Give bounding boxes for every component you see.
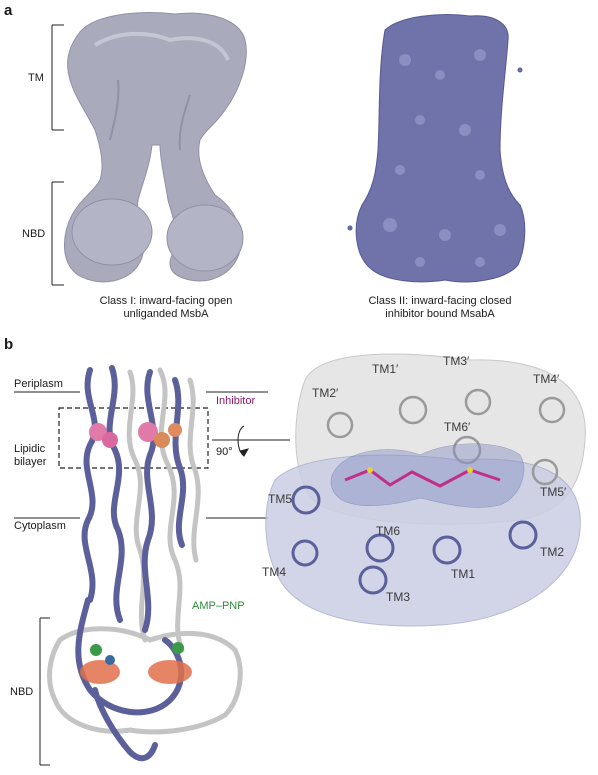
caption-class-ii-line2: inhibitor bound MsabA (385, 308, 495, 320)
helix-label: TM3 (386, 590, 410, 604)
helix-label: TM4 (262, 565, 286, 579)
top-view-helices-grey (326, 388, 566, 486)
tm-bracket (51, 24, 64, 131)
helix-label: TM1 (451, 567, 475, 581)
label-cytoplasm: Cytoplasm (14, 520, 66, 532)
ribbon-chain-b (47, 367, 243, 735)
helix-label: TM2 (540, 545, 564, 559)
helix-label: TM2′ (312, 386, 339, 400)
caption-class-ii: Class II: inward-facing closed inhibitor… (330, 295, 550, 321)
helix-label: TM6′ (444, 420, 471, 434)
helix-label: TM5 (268, 492, 292, 506)
panel-letter-b: b (4, 336, 14, 353)
label-lipidic-line2: bilayer (14, 456, 47, 468)
amp-pnp-spheres (80, 642, 192, 684)
inhibitor-spheres (89, 422, 182, 448)
top-view-envelope (265, 353, 586, 627)
label-tm: TM (28, 72, 44, 84)
label-inhibitor: Inhibitor (216, 395, 256, 407)
rotation-arrow (212, 425, 290, 457)
caption-class-i-line1: Class I: inward-facing open (99, 295, 233, 307)
helix-label: TM4′ (533, 372, 560, 386)
helix-label: TM5′ (540, 485, 567, 499)
panel-letter-a: a (4, 2, 13, 19)
label-lipidic-bilayer: Lipidic bilayer (14, 443, 46, 469)
label-nbd-b: NBD (10, 686, 34, 698)
top-view-helices-blue (291, 485, 538, 595)
nbd-bracket-a (51, 181, 64, 286)
nbd-bracket-b (39, 617, 50, 766)
helix-label: TM6 (376, 524, 400, 538)
density-map-open (63, 12, 247, 283)
label-nbd-a: NBD (22, 228, 46, 240)
label-rotation: 90° (216, 446, 233, 458)
helix-label: TM3′ (443, 354, 470, 368)
caption-class-i-line2: unliganded MsbA (123, 308, 209, 320)
label-amp-pnp: AMP–PNP (192, 600, 245, 612)
label-lipidic-line1: Lipidic (14, 443, 46, 455)
caption-class-i: Class I: inward-facing open unliganded M… (66, 295, 266, 321)
density-map-closed (347, 14, 526, 283)
helix-label: TM1′ (372, 362, 399, 376)
label-periplasm: Periplasm (14, 378, 63, 390)
caption-class-ii-line1: Class II: inward-facing closed (368, 295, 512, 307)
membrane-lines (14, 391, 268, 519)
inhibitor-density-mesh (330, 443, 525, 508)
